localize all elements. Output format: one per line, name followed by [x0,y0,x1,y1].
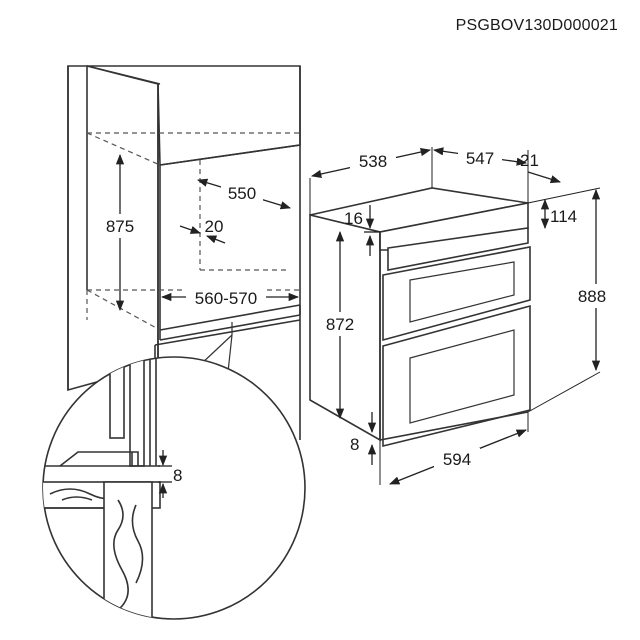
oven-control-panel [387,227,529,271]
oven-lower-door [382,304,531,448]
oven-front-label: 21 [520,151,539,170]
oven [309,187,531,448]
cabinet-height-label: 875 [106,217,134,236]
cabinet-hidden-lines [86,132,300,331]
oven-top-gap-label: 16 [344,209,363,228]
oven-upper-door [382,246,531,342]
oven-depth-label: 538 [359,152,387,171]
oven-total-height-label: 888 [578,287,606,306]
oven-width-label: 594 [443,450,471,469]
oven-top-depth-label: 547 [466,149,494,168]
document-code: PSGBOV130D000021 [456,17,618,34]
oven-panel-height-label: 114 [550,207,577,226]
oven-bottom-gap-label: 8 [350,435,359,454]
cabinet-width-label: 560-570 [195,289,257,308]
oven-body-height-label: 872 [326,315,354,334]
cabinet-depth-label: 550 [228,184,256,203]
cabinet-side-gap-label: 20 [205,217,224,236]
detail-magnifier: 8 [42,356,306,620]
detail-gap-label: 8 [173,466,182,485]
